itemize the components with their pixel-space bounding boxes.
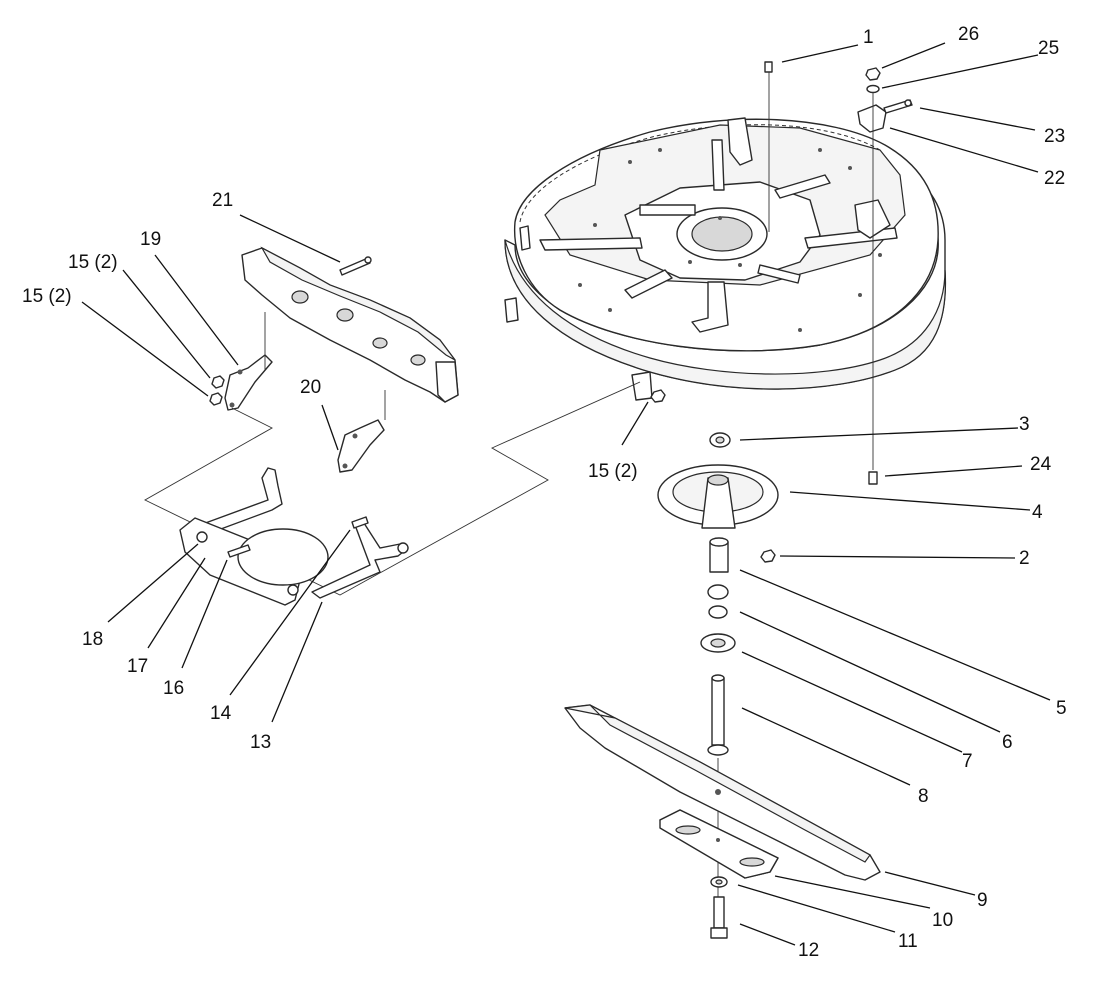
callout-10: 10 bbox=[932, 910, 953, 931]
callout-labels: 1 2 3 4 5 6 7 8 9 10 11 12 13 14 15 (2) … bbox=[22, 24, 1067, 961]
callout-15-b: 15 (2) bbox=[22, 286, 72, 307]
callout-7: 7 bbox=[962, 751, 973, 772]
callout-11: 11 bbox=[898, 931, 918, 952]
callout-16: 16 bbox=[163, 678, 184, 699]
callout-23: 23 bbox=[1044, 126, 1065, 147]
callout-15-c: 15 (2) bbox=[588, 461, 638, 482]
hanger-bracket-assembly bbox=[144, 246, 641, 596]
baffle-rod-assembly bbox=[179, 467, 409, 606]
callout-4: 4 bbox=[1032, 502, 1043, 523]
mower-deck bbox=[504, 117, 947, 401]
callout-1: 1 bbox=[863, 27, 874, 48]
callout-24: 24 bbox=[1030, 454, 1052, 475]
callout-8: 8 bbox=[918, 786, 929, 807]
callout-3: 3 bbox=[1019, 414, 1030, 435]
callout-13: 13 bbox=[250, 732, 271, 753]
blade-assembly bbox=[564, 704, 881, 939]
callout-25: 25 bbox=[1038, 38, 1059, 59]
callout-19: 19 bbox=[140, 229, 161, 250]
callout-17: 17 bbox=[127, 656, 148, 677]
callout-15-a: 15 (2) bbox=[68, 252, 118, 273]
callout-9: 9 bbox=[977, 890, 988, 911]
callout-18: 18 bbox=[82, 629, 103, 650]
callout-20: 20 bbox=[300, 377, 321, 398]
callout-14: 14 bbox=[210, 703, 232, 724]
callout-5: 5 bbox=[1056, 698, 1067, 719]
callout-2: 2 bbox=[1019, 548, 1030, 569]
top-right-hardware bbox=[650, 61, 913, 563]
callout-26: 26 bbox=[958, 24, 979, 45]
callout-22: 22 bbox=[1044, 168, 1065, 189]
callout-12: 12 bbox=[798, 940, 819, 961]
callout-21: 21 bbox=[212, 190, 233, 211]
leader-lines bbox=[81, 42, 1051, 946]
spindle-stack bbox=[657, 432, 779, 905]
callout-6: 6 bbox=[1002, 732, 1013, 753]
